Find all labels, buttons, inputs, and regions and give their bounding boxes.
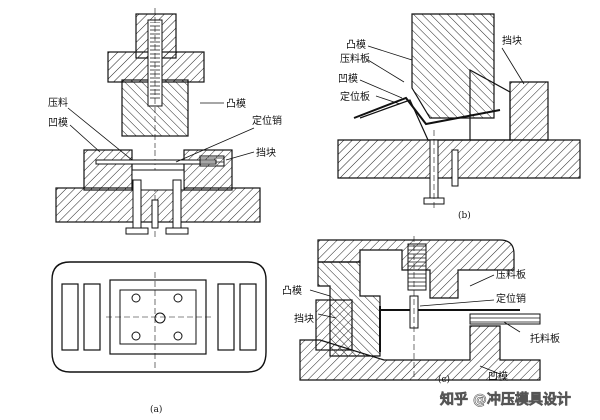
die-base-b <box>337 139 581 179</box>
label-die-c: 凹模 <box>488 371 508 383</box>
caption-a: (a) <box>150 404 162 415</box>
caption-b: (b) <box>458 210 471 221</box>
caption-c: (c) <box>438 374 450 385</box>
watermark-text: 知乎 @冲压模具设计 <box>440 391 571 408</box>
strip-material <box>95 159 217 165</box>
workpiece-b <box>353 96 501 126</box>
figure-c: 凸模 挡块 压料板 定位销 托料板 凹模 (c) <box>282 236 560 385</box>
label-punch-b: 凸模 <box>346 39 366 51</box>
label-locating-pin-a: 定位销 <box>252 114 282 127</box>
die-c <box>299 325 541 381</box>
ejector-pin-right <box>172 179 182 231</box>
die-left <box>83 149 133 191</box>
label-stop-block-c: 挡块 <box>294 312 314 325</box>
watermark: 知乎 @冲压模具设计 <box>440 391 571 409</box>
label-pressure-plate-c: 压料板 <box>496 268 526 281</box>
label-punch-c: 凸模 <box>282 285 302 297</box>
ejector-pin-left <box>132 179 142 231</box>
label-press-material-a: 压料 <box>48 96 68 109</box>
label-pressure-plate-b: 压料板 <box>340 52 370 65</box>
spring-c <box>407 243 427 291</box>
stop-block-b <box>509 81 549 141</box>
ejector-plate-c <box>469 313 541 325</box>
label-locating-plate-b: 定位板 <box>340 90 370 103</box>
figure-a: 凸模 压料 凹模 定位销 挡块 (a) <box>48 8 282 415</box>
label-ejector-plate-c: 托料板 <box>530 332 560 345</box>
figure-b: 凸模 压料板 凹模 定位板 挡块 (b) <box>337 13 581 221</box>
label-punch-a: 凸模 <box>226 98 246 110</box>
label-stop-block-b: 挡块 <box>502 34 522 47</box>
workpiece-c <box>379 306 520 352</box>
label-stop-block-a: 挡块 <box>256 146 276 159</box>
label-locating-pin-c: 定位销 <box>496 292 526 305</box>
label-die-a: 凹模 <box>48 117 68 129</box>
label-die-b: 凹模 <box>338 73 358 85</box>
punch-b <box>411 13 495 119</box>
stop-block-bolt <box>199 155 225 167</box>
